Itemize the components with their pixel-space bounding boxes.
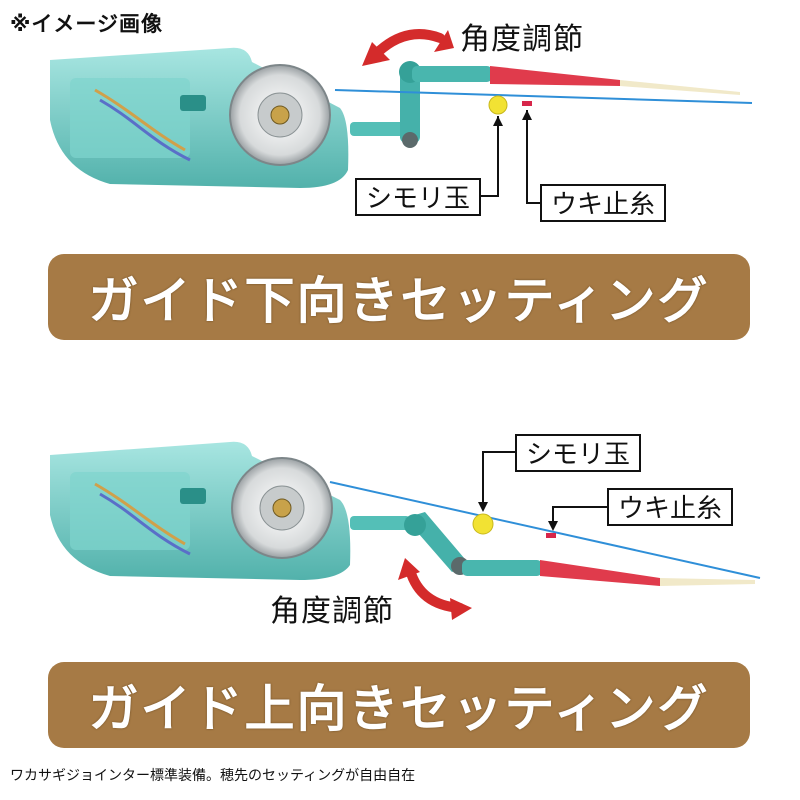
- leader-ukitome: [552, 506, 607, 527]
- curved-double-arrow-icon: [370, 29, 445, 60]
- panel-guide-up: シモリ玉 ウキ止糸 角度調節 ガイド上向きセッティング: [0, 400, 800, 760]
- reel-window: [70, 472, 190, 550]
- banner-guide-up: ガイド上向きセッティング: [48, 662, 750, 748]
- fishing-line: [329, 481, 761, 579]
- leader-shimori: [478, 116, 499, 197]
- angle-label-top: 角度調節: [460, 22, 584, 57]
- rod-red: [490, 66, 620, 86]
- rod-tip: [620, 80, 740, 95]
- banner-guide-down: ガイド下向きセッティング: [48, 254, 750, 340]
- reel-window: [70, 78, 190, 158]
- fishing-line: [334, 89, 753, 104]
- shimori-bead: [488, 95, 508, 115]
- image-note: ※イメージ画像: [10, 12, 163, 36]
- ukitome-callout-bottom: ウキ止糸: [607, 488, 734, 526]
- reel-illustration-top: [50, 29, 753, 204]
- shimori-callout-bottom: シモリ玉: [515, 434, 642, 472]
- shimori-bead: [472, 513, 494, 535]
- shimori-callout-top: シモリ玉: [355, 178, 482, 216]
- ukitome-knot: [546, 533, 556, 538]
- ukitome-knot: [522, 101, 532, 106]
- rod-tip: [660, 578, 755, 586]
- leader-ukitome: [526, 110, 540, 204]
- reel-illustration-bottom: [50, 441, 761, 620]
- panel-guide-down: 角度調節 シモリ玉 ウキ止糸 ガイド下向きセッティング: [48, 22, 753, 340]
- caption: ワカサギジョインター標準装備。穂先のセッティングが自由自在: [10, 768, 416, 784]
- ukitome-callout-top: ウキ止糸: [540, 184, 667, 222]
- rod-red: [540, 560, 660, 586]
- angle-label-bottom: 角度調節: [270, 594, 394, 629]
- leader-shimori: [482, 451, 515, 508]
